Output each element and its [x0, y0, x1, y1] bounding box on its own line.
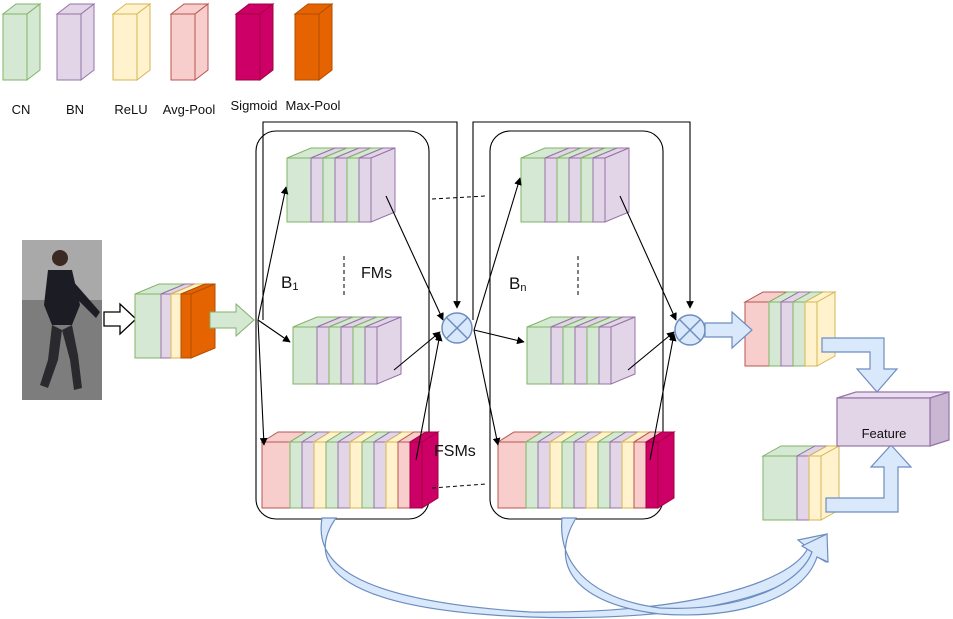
stem-output-arrow: [209, 302, 255, 338]
legend-swatch-avgpool: [169, 2, 210, 82]
layer-sigmoid: [644, 431, 676, 509]
legend-label-bn: BN: [66, 102, 84, 117]
legend-label-cn: CN: [12, 102, 31, 117]
input-arrow: [103, 302, 137, 336]
fm-stack-bn-mid: [526, 316, 636, 385]
fm-stack-b1-mid: [292, 316, 402, 385]
curved-arrow-b1: [320, 517, 828, 619]
elbow-arrow-bottom: [825, 444, 913, 513]
block-bn-container: [489, 130, 664, 520]
layer-bn: [598, 316, 636, 385]
legend-swatch-cn: [1, 2, 42, 82]
feature-box: Feature: [836, 391, 950, 447]
dashed-separators: [343, 195, 579, 489]
layer-bn: [592, 147, 630, 223]
stem-stack: [134, 283, 216, 359]
curved-arrow-bn: [561, 517, 829, 616]
skip-connection-b1: [262, 121, 461, 320]
legend: CN BN ReLU Avg-Pool Sigmoid Max-Pool: [1, 2, 341, 117]
fsm-stack-b1: [260, 431, 440, 509]
fms-label: FMs: [361, 265, 392, 282]
layer-relu: [803, 291, 837, 367]
output-stack-top: [743, 291, 837, 367]
feature-map-stacks: [260, 147, 841, 521]
legend-swatch-bn: [55, 2, 96, 82]
layer-maxpool: [180, 283, 216, 359]
stem-block: [134, 283, 216, 359]
block-b1-label: B1: [281, 273, 298, 293]
legend-label-relu: ReLU: [114, 102, 147, 117]
legend-swatch-relu: [111, 2, 152, 82]
layer-bn: [364, 316, 402, 385]
layer-sigmoid: [408, 431, 440, 509]
legend-swatch-maxpool: [293, 2, 334, 82]
skip-connection-bn: [472, 121, 694, 320]
fsm-stack-bn: [496, 431, 676, 509]
legend-label-avgpool: Avg-Pool: [163, 102, 216, 117]
elbow-arrow-top: [821, 337, 899, 393]
legend-label-sigmoid: Sigmoid: [231, 98, 278, 113]
block-bn-label: Bn: [509, 274, 526, 294]
layer-bn: [358, 147, 396, 223]
block-b1-container: [255, 130, 430, 520]
branch-arrows: [257, 177, 677, 461]
output-arrow: [704, 310, 753, 350]
feature-label: Feature: [862, 426, 907, 441]
legend-swatch-sigmoid: [234, 2, 275, 82]
circled-times-icon: [441, 312, 473, 344]
fm-stack-bn-top: [520, 147, 630, 223]
legend-label-maxpool: Max-Pool: [286, 98, 341, 113]
fm-stack-b1-top: [286, 147, 396, 223]
person-photo: [22, 240, 102, 400]
circled-times-icon: [674, 314, 706, 346]
fsms-label: FSMs: [434, 443, 476, 460]
